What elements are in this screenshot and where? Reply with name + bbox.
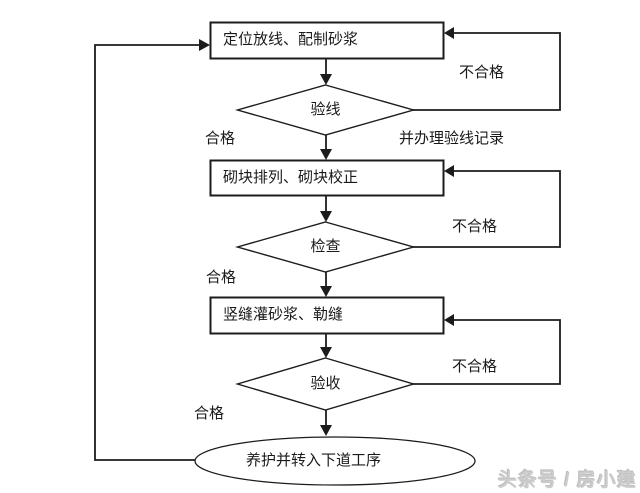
fail-loop-line-3 [413,319,561,385]
terminal-ellipse [194,436,476,486]
fail-label-2: 不合格 [452,219,498,235]
watermark: 头条号 / 房小建 [498,470,637,491]
arrow-left-icon [444,314,454,326]
arrow-down-icon [320,425,332,436]
restart-loop-line [94,44,200,461]
process-box-1 [209,21,445,60]
record-note: 并办理验线记录 [399,131,505,147]
arrow-left-icon [444,165,454,177]
process-box-2-label: 砌块排列、砌块校正 [223,169,359,186]
fail-loop-line-2 [413,170,561,248]
pass-label-3: 合格 [194,406,225,422]
arrow-down-icon [320,211,332,222]
decision-1-label: 验线 [310,102,341,118]
process-box-3-label: 竖缝灌砂浆、勒缝 [223,307,344,323]
arrow-down-icon [320,286,332,297]
arrow-down-icon [320,149,332,160]
arrow-down-icon [320,347,332,358]
decision-diamond-3 [235,357,416,411]
decision-2-label: 检查 [310,239,341,255]
pass-label-2: 合格 [206,270,237,286]
process-box-1-label: 定位放线、配制砂浆 [223,32,359,48]
process-box-3 [209,296,445,335]
fail-label-3: 不合格 [452,359,498,375]
process-box-2 [209,159,445,197]
decision-diamond-1 [234,84,417,136]
fail-label-1: 不合格 [459,65,505,81]
fail-loop-line-1 [413,32,561,111]
decision-diamond-2 [234,221,417,273]
decision-3-label: 验收 [310,376,341,392]
pass-label-1: 合格 [205,131,236,147]
terminal-label: 养护并转入下道工序 [245,453,381,469]
arrow-right-icon [199,39,210,51]
arrow-down-icon [320,74,332,85]
arrow-left-icon [444,27,454,39]
